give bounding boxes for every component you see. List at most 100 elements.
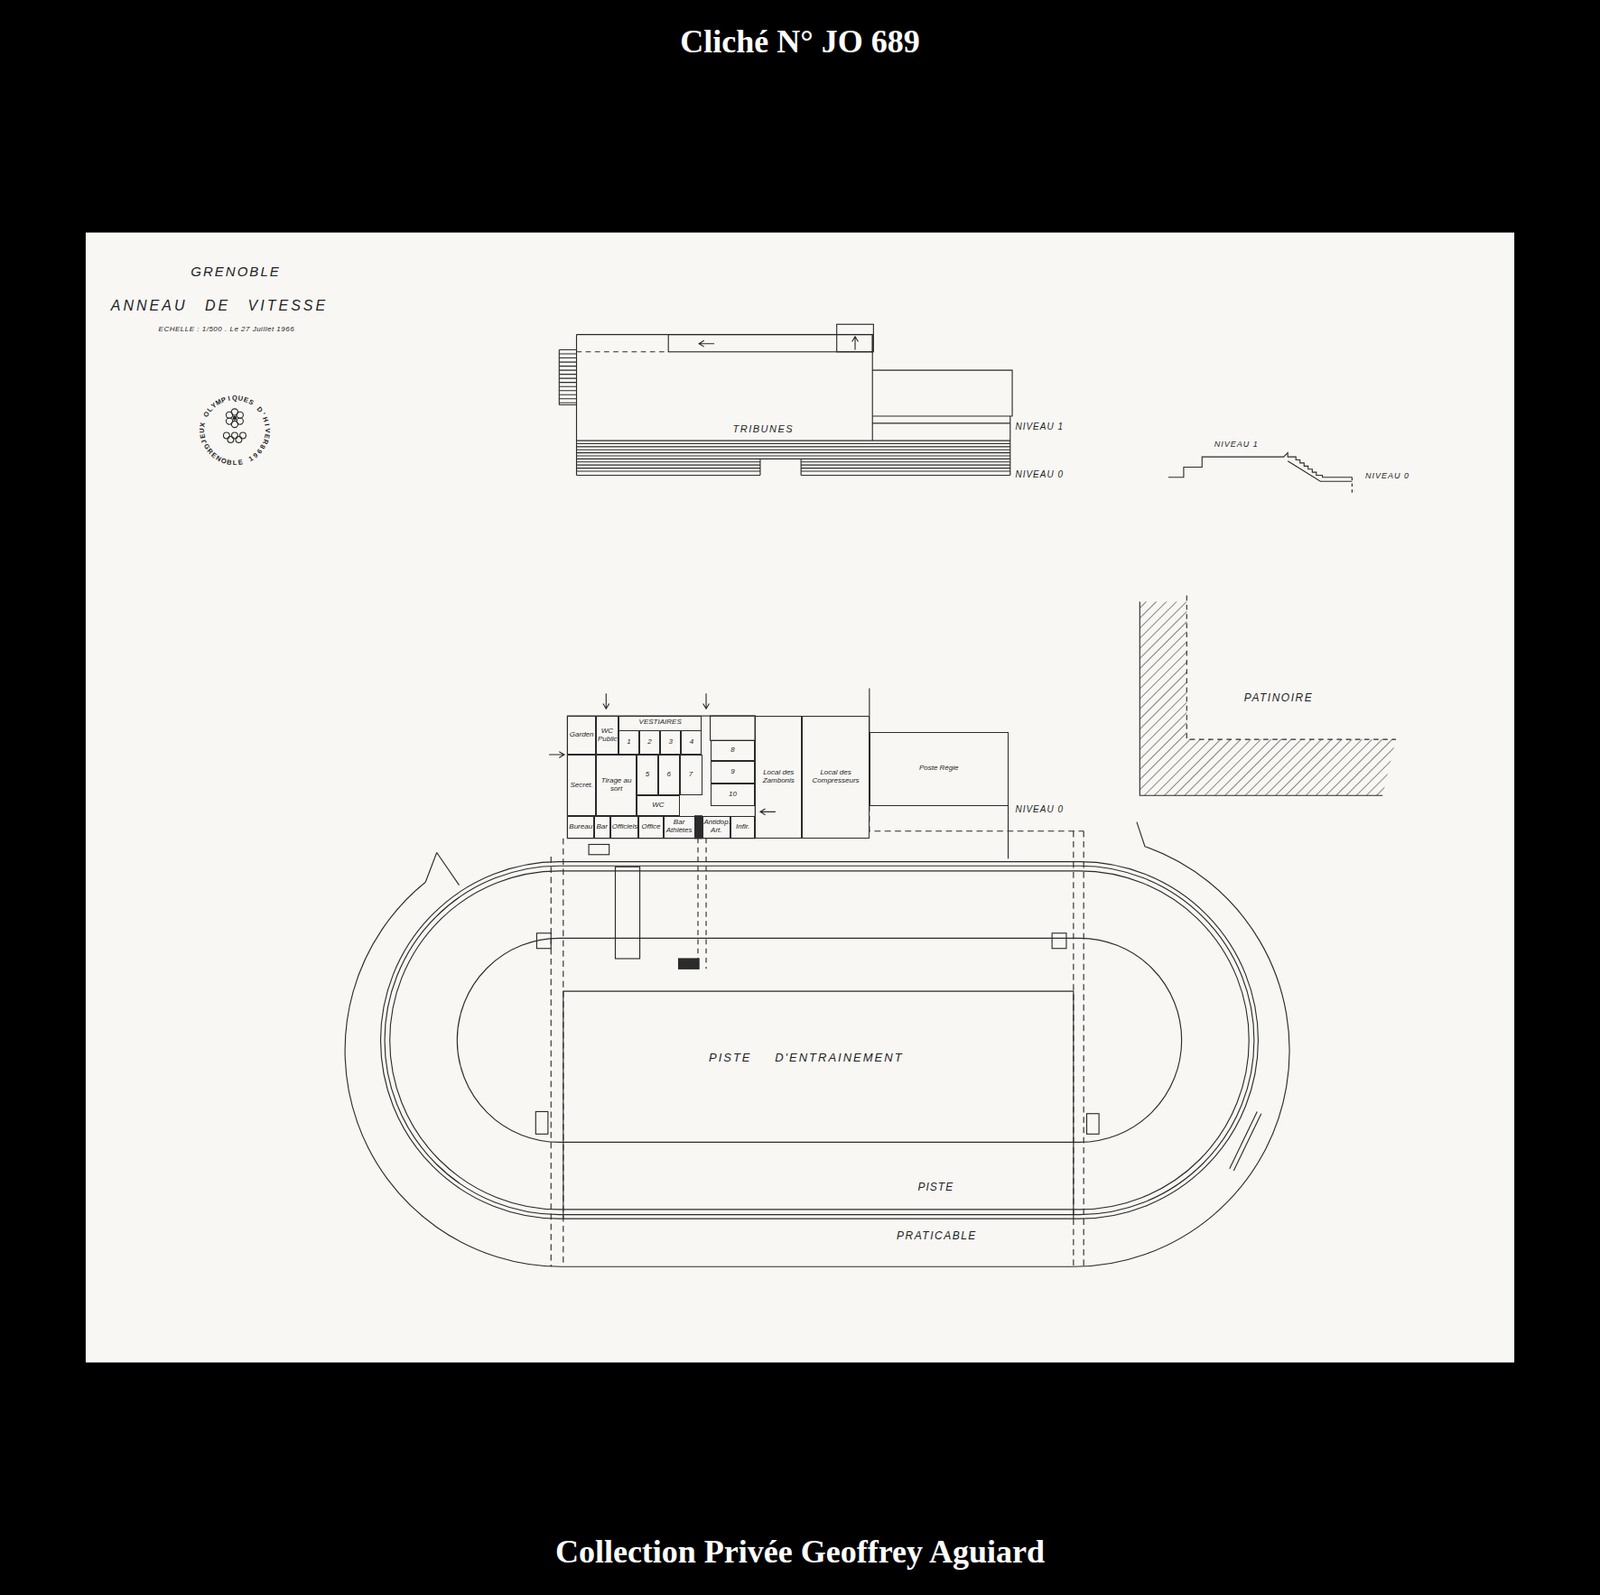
room-label: 5 [644, 771, 651, 780]
olympic-ring [227, 437, 234, 444]
room-label: VESTIAIRES [638, 718, 683, 727]
room-label: 10 [727, 790, 738, 800]
logo-letter: Q [232, 394, 238, 402]
plan-title: ANNEAU DE VITESSE [111, 297, 328, 315]
plate-number: Cliché N° JO 689 [679, 25, 920, 62]
marker-box [1051, 933, 1067, 949]
room-box: 10 [710, 783, 756, 807]
section-profile [1287, 461, 1352, 483]
paper-sheet [85, 232, 1515, 1364]
room-label: Office [641, 823, 662, 832]
room-label: Garden [568, 731, 596, 740]
collection-credit: Collection Privée Geoffrey Aguiard [555, 1534, 1045, 1572]
room-box: Local des Compresseurs [801, 716, 870, 839]
olympic-ring [235, 437, 242, 444]
room-outline [710, 716, 756, 741]
room-box: 9 [710, 761, 756, 784]
room-label: Antidop. Art. [703, 818, 731, 836]
building-wall [869, 688, 1009, 860]
tribune-tiers [576, 334, 1011, 476]
room-label: 3 [668, 738, 674, 747]
area-name: PRATICABLE [896, 1231, 977, 1244]
entrance-arrow [603, 693, 610, 709]
logo-petal [225, 411, 233, 419]
apron-mark [1229, 1111, 1262, 1172]
room-label: Local des Compresseurs [802, 769, 869, 786]
room-box: 5 [636, 754, 659, 796]
ice-rink-wall [1139, 602, 1396, 797]
room-box: Bar Athlètes [663, 816, 696, 839]
apron-edge [425, 853, 459, 886]
room-label: Secrét. [568, 781, 594, 791]
level-label: NIVEAU 0 [1014, 803, 1064, 814]
room-label: 2 [646, 738, 652, 747]
entrance-arrow [703, 693, 710, 709]
room-label: Infir. [734, 823, 751, 832]
ice-rink-wall [1186, 595, 1396, 740]
access-passage [614, 866, 640, 959]
room-box: Bar [594, 816, 611, 839]
area-name: PATINOIRE [1244, 692, 1313, 705]
room-box: Bureau [567, 816, 594, 839]
room-box: Poste Régie [869, 732, 1009, 806]
marker-box [536, 933, 551, 949]
tribune-dashed-line [576, 351, 670, 353]
entrance-arrow [548, 752, 565, 759]
room-label: Poste Régie [918, 764, 960, 773]
side-stair [558, 350, 577, 406]
tunnel-line [697, 838, 707, 970]
entrance-arrow [760, 809, 776, 816]
track-line [381, 862, 1259, 1219]
room-box: 1 [618, 730, 640, 755]
small-kiosk [588, 844, 610, 855]
room-box: Tirage au sort [595, 754, 637, 817]
room-label: 1 [625, 738, 632, 747]
room-box: 8 [710, 740, 756, 762]
tunnel-exit [679, 958, 700, 969]
dark-cell [695, 816, 703, 839]
room-label: 4 [688, 738, 695, 747]
logo-letter: X [198, 421, 206, 428]
room-box: Antidop. Art. [702, 816, 732, 839]
logo-letter: U [198, 427, 206, 433]
room-group: VESTIAIRES 1 2 3 4 [618, 716, 703, 755]
room-box: 6 [658, 754, 680, 796]
room-label: WC [651, 801, 665, 810]
room-box: 7 [679, 754, 703, 796]
room-label: 9 [729, 768, 735, 777]
room-box: Infir. [730, 816, 755, 839]
gallery-arrow [698, 340, 715, 347]
training-rink [563, 991, 1074, 1219]
room-label: Bar [595, 823, 609, 832]
room-label: Bar Athlètes [664, 818, 695, 836]
track-line [384, 865, 1255, 1215]
room-label: Local des Zambonis [755, 769, 801, 786]
area-name: TRIBUNES [733, 422, 795, 434]
room-label: 7 [688, 771, 694, 780]
room-label: Tirage au sort [596, 777, 636, 794]
room-box: 2 [639, 730, 661, 755]
scale-date: ECHELLE : 1/500 . Le 27 Juillet 1966 [158, 325, 296, 335]
room-label: 6 [666, 771, 672, 780]
level-label: NIVEAU 0 [1014, 469, 1064, 480]
marker-box [1087, 1114, 1100, 1135]
logo-letter: E [198, 433, 206, 439]
room-label: Bureau [567, 823, 593, 832]
room-label: Officiels [611, 823, 639, 832]
room-label: WC Public [596, 727, 618, 745]
room-box: Garden [567, 716, 596, 755]
room-label: 8 [729, 746, 735, 755]
level-label: NIVEAU 1 [1014, 421, 1064, 432]
room-box: 3 [660, 730, 681, 755]
level-label: NIVEAU 1 [1214, 440, 1259, 450]
dashed-axis [550, 831, 1084, 1267]
logo-petal [236, 411, 243, 419]
tribune-stair-box [837, 324, 875, 353]
room-box: Office [638, 816, 663, 839]
logo-letter: L [232, 459, 238, 467]
logo-letter: V [263, 427, 271, 433]
building-wall [567, 716, 755, 839]
area-name: PISTE D'ENTRAINEMENT [708, 1051, 904, 1064]
